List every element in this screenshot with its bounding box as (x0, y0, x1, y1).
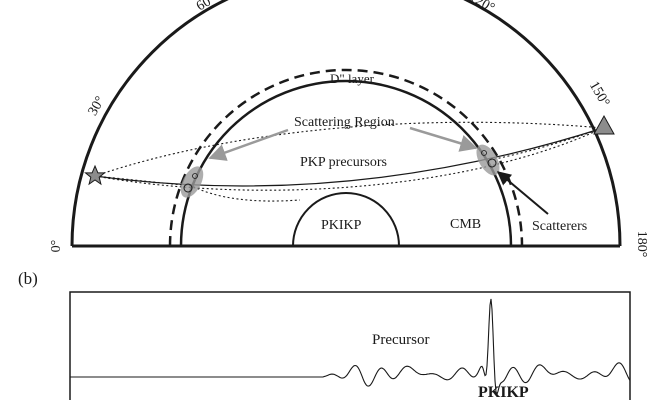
seismogram-trace (70, 298, 631, 396)
pkikp-ray-path (94, 127, 604, 187)
angle-label-150: 150° (586, 79, 612, 110)
star-icon (84, 164, 106, 186)
inner-core-label: PKIKP (321, 218, 362, 233)
scattered-ray-path-right (489, 127, 604, 161)
precursor-label: Precursor (372, 332, 429, 348)
d-layer-boundary (168, 68, 524, 247)
scattering-region-left (180, 166, 204, 198)
angle-label-180: 180° (634, 231, 649, 258)
earth-surface (70, 0, 622, 247)
scattering-arrow-right (409, 126, 478, 152)
cmb-label: CMB (450, 217, 481, 232)
angle-label-0: 0° (49, 240, 64, 253)
pkp-precursors-label: PKP precursors (300, 155, 387, 170)
scatterers-label: Scatterers (532, 219, 587, 234)
inner-core-boundary (292, 192, 400, 247)
seismogram-frame (69, 291, 631, 400)
precursor-ray-path-lower (94, 127, 604, 191)
earth-cross-section: D" layer CMB PKIKP Scattering Region PKP… (49, 0, 649, 257)
pkikp-trace-label: PKIKP (478, 384, 529, 400)
angle-label-60: 60° (194, 0, 218, 14)
panel-label-b: (b) (18, 269, 38, 288)
precursor-ray-path-upper (94, 121, 604, 177)
scattering-region-label: Scattering Region (294, 115, 395, 130)
d-layer-label: D" layer (330, 71, 375, 86)
seismogram-panel: (b) Precursor PKIKP (18, 269, 631, 400)
scatterers-arrow (496, 171, 549, 215)
scattering-region-right (476, 144, 500, 176)
triangle-icon (593, 114, 615, 135)
scattering-arrow-left (208, 128, 289, 161)
